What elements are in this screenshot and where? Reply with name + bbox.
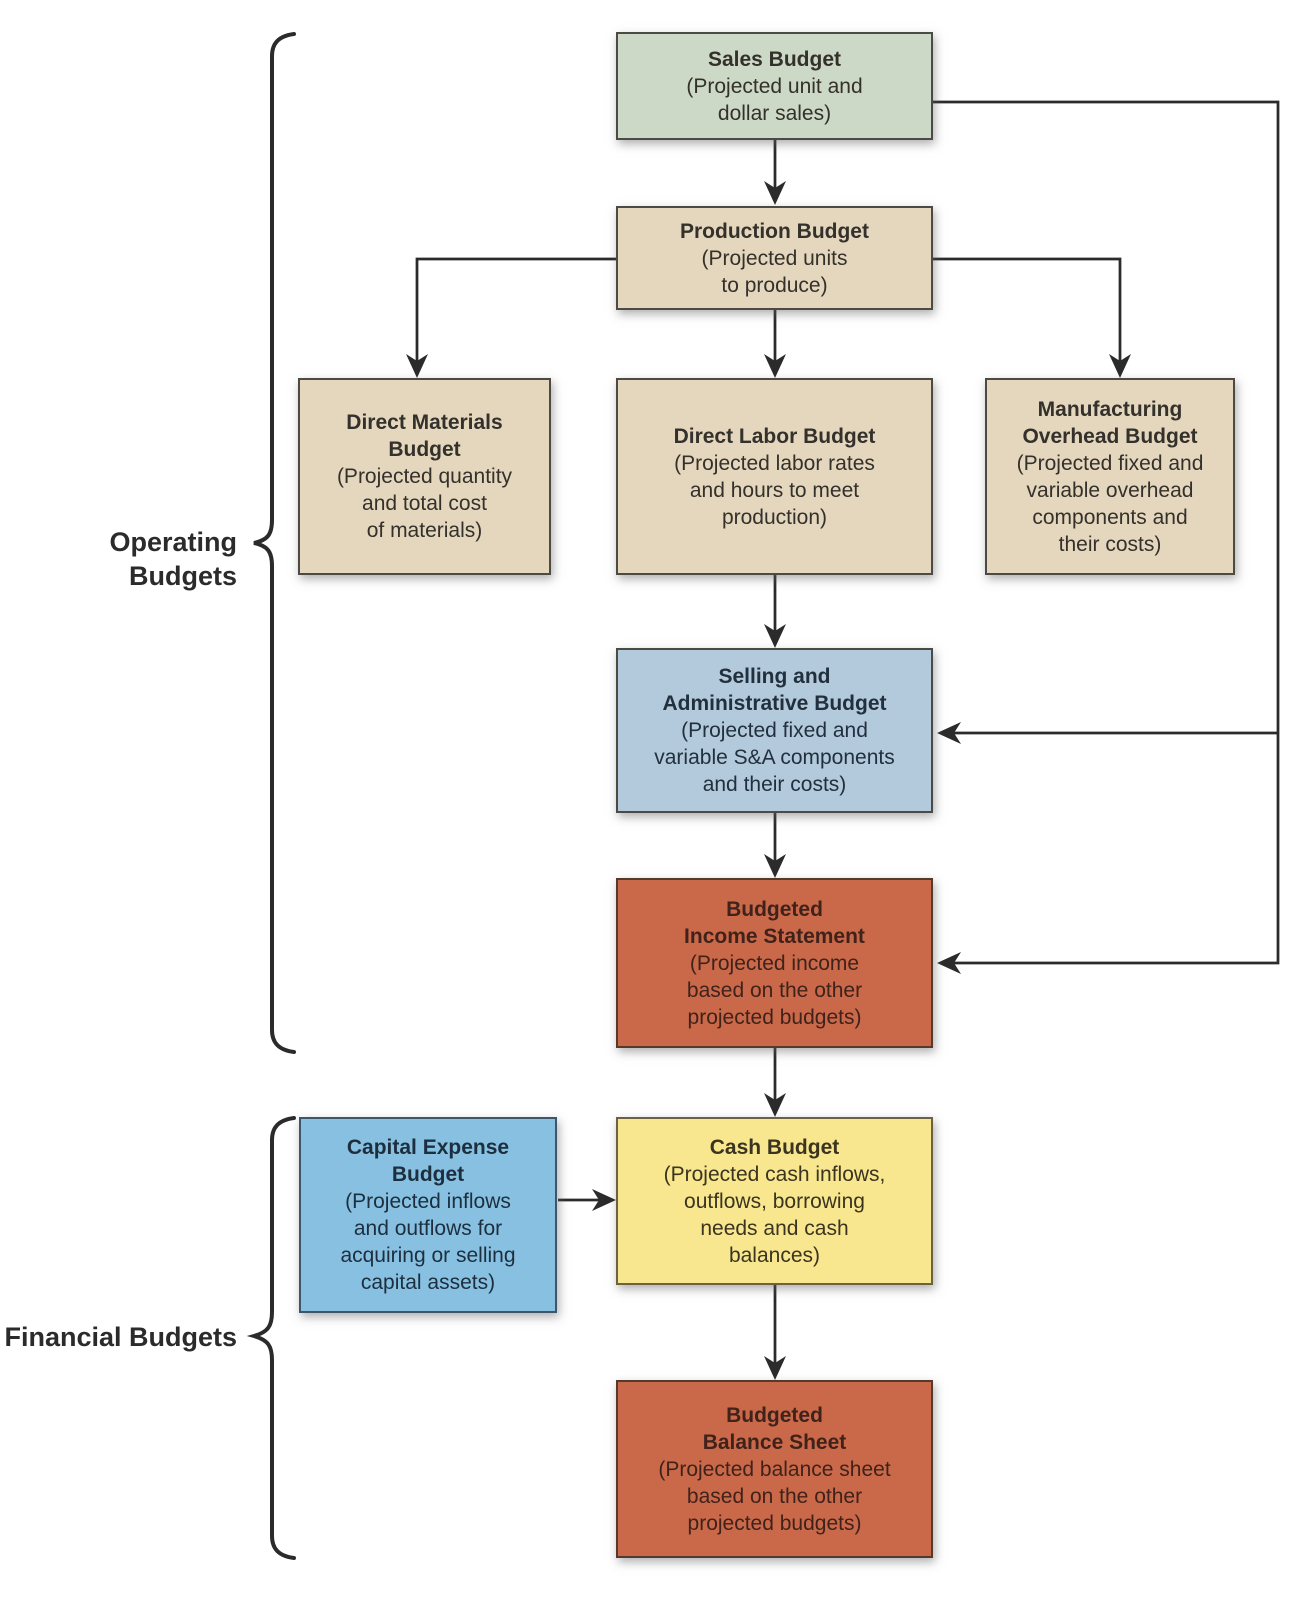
box-title: Selling and Administrative Budget <box>662 665 887 715</box>
box-title: Direct Labor Budget <box>673 424 876 448</box>
box-title: Budgeted Income Statement <box>684 897 865 948</box>
group-braces <box>246 32 296 1560</box>
operating-budgets-brace <box>253 32 296 1054</box>
box-subtitle: (Projected income based on the other pro… <box>686 951 863 1029</box>
capital-expense-budget-box: Capital Expense Budget (Projected inflow… <box>299 1117 557 1313</box>
direct-labor-budget-box: Direct Labor Budget (Projected labor rat… <box>616 378 933 575</box>
box-subtitle: (Projected fixed and variable S&A compon… <box>654 719 895 796</box>
box-subtitle: (Projected labor rates and hours to meet… <box>674 451 875 529</box>
sales-budget-box: Sales Budget (Projected unit and dollar … <box>616 32 933 140</box>
box-subtitle: (Projected units to produce) <box>701 246 848 297</box>
production-budget-box: Production Budget (Projected units to pr… <box>616 206 933 310</box>
budgeted-balance-sheet-box: Budgeted Balance Sheet (Projected balanc… <box>616 1380 933 1558</box>
selling-administrative-budget-box: Selling and Administrative Budget (Proje… <box>616 648 933 813</box>
box-subtitle: (Projected unit and dollar sales) <box>686 74 863 125</box>
direct-materials-budget-box: Direct Materials Budget (Projected quant… <box>298 378 551 575</box>
box-title: Production Budget <box>680 219 869 243</box>
box-subtitle: (Projected balance sheet based on the ot… <box>658 1457 891 1535</box>
manufacturing-overhead-budget-box: Manufacturing Overhead Budget (Projected… <box>985 378 1235 575</box>
operating-budgets-label: Operating Budgets <box>109 527 237 591</box>
financial-budgets-brace <box>246 1116 296 1560</box>
arrow-production-to-direct-materials <box>406 257 616 378</box>
financial-budgets-label: Financial Budgets <box>4 1322 237 1352</box>
arrow-production-to-manufacturing-overhead <box>933 257 1131 378</box>
box-title: Capital Expense Budget <box>346 1136 510 1186</box>
box-title: Manufacturing Overhead Budget <box>1022 397 1198 448</box>
box-subtitle: (Projected quantity and total cost of ma… <box>336 465 513 542</box>
box-subtitle: (Projected inflows and outflows for acqu… <box>340 1190 516 1294</box>
box-subtitle: (Projected fixed and variable overhead c… <box>1016 451 1204 556</box>
box-title: Budgeted Balance Sheet <box>702 1403 847 1454</box>
budgeted-income-statement-box: Budgeted Income Statement (Projected inc… <box>616 878 933 1048</box>
box-title: Sales Budget <box>707 47 842 71</box>
box-title: Cash Budget <box>709 1135 840 1159</box>
cash-budget-box: Cash Budget (Projected cash inflows, out… <box>616 1117 933 1285</box>
box-title: Direct Materials Budget <box>346 411 503 461</box>
box-subtitle: (Projected cash inflows, outflows, borro… <box>663 1162 886 1267</box>
